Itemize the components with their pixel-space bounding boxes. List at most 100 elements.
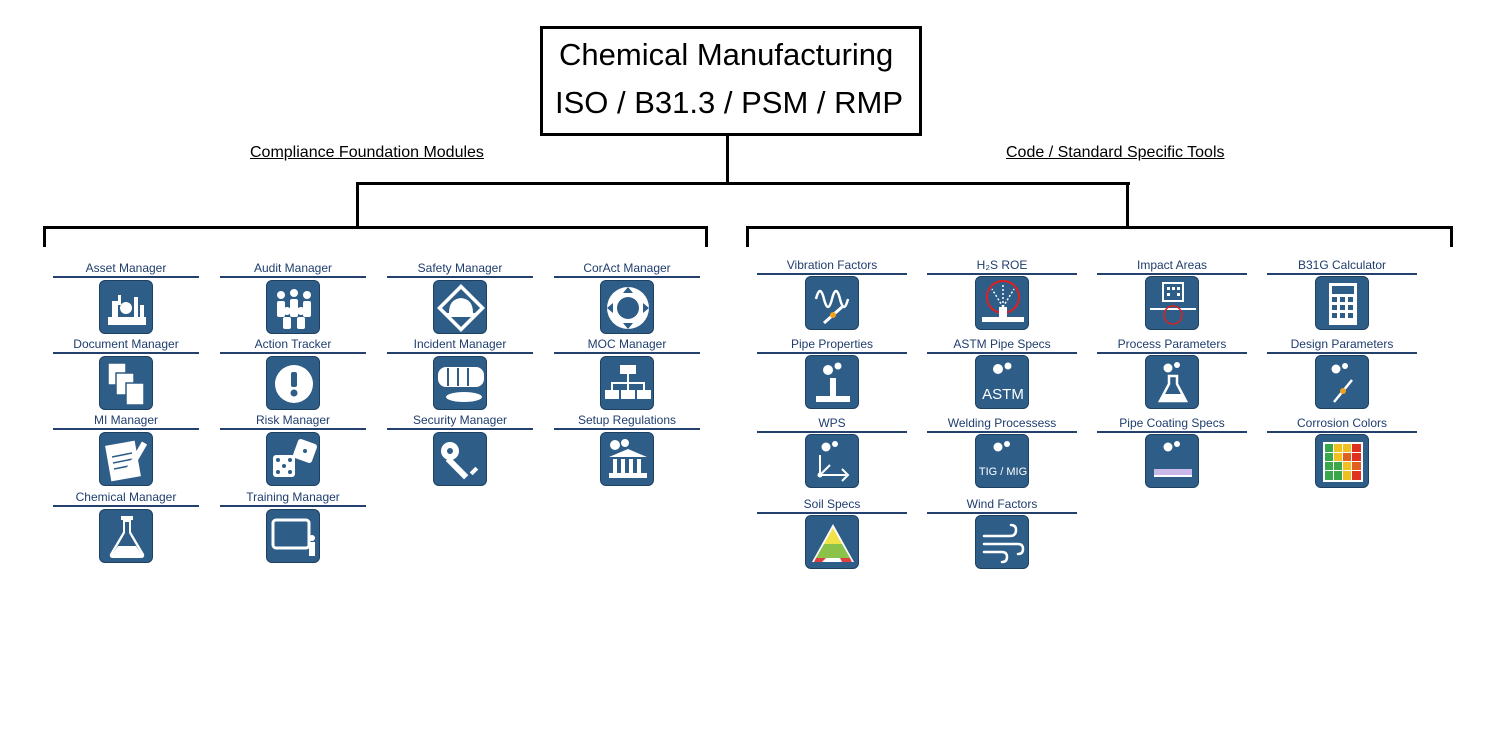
tool-corrosion-colors[interactable]: Corrosion Colors	[1267, 416, 1417, 506]
module-risk-manager[interactable]: Risk Manager	[220, 413, 366, 503]
tool-rule	[757, 352, 907, 354]
module-label: Asset Manager	[85, 261, 167, 275]
module-mi-manager[interactable]: MI Manager	[53, 413, 199, 503]
tool-label: ASTM Pipe Specs	[953, 337, 1051, 351]
module-rule	[53, 428, 199, 430]
flask-icon[interactable]	[99, 509, 153, 563]
hard-hat-icon[interactable]	[433, 280, 487, 334]
gears-line-icon[interactable]	[1315, 355, 1369, 409]
module-rule	[387, 352, 533, 354]
tool-rule	[1097, 273, 1247, 275]
tool-process-parameters[interactable]: Process Parameters	[1097, 337, 1247, 427]
left-section-heading: Compliance Foundation Modules	[250, 144, 484, 161]
module-rule	[554, 352, 700, 354]
gears-coating-icon[interactable]	[1145, 434, 1199, 488]
module-label: Chemical Manager	[75, 490, 177, 504]
module-setup-regulations[interactable]: Setup Regulations	[554, 413, 700, 503]
notepad-pencil-icon[interactable]	[99, 432, 153, 486]
weld-axes-icon[interactable]	[805, 434, 859, 488]
module-rule	[387, 428, 533, 430]
module-label: Safety Manager	[417, 261, 503, 275]
connector-left-drop	[356, 182, 359, 228]
spill-icon[interactable]	[433, 356, 487, 410]
org-chart-icon[interactable]	[600, 356, 654, 410]
module-asset-manager[interactable]: Asset Manager	[53, 261, 199, 351]
tool-wind-factors[interactable]: Wind Factors	[927, 497, 1077, 587]
presentation-icon[interactable]	[266, 509, 320, 563]
module-rule	[387, 276, 533, 278]
tool-pipe-coating-specs[interactable]: Pipe Coating Specs	[1097, 416, 1247, 506]
refinery-icon[interactable]	[99, 280, 153, 334]
connector-right-drop	[1126, 182, 1129, 228]
module-rule	[53, 505, 199, 507]
module-label: Incident Manager	[413, 337, 507, 351]
module-rule	[220, 276, 366, 278]
astm-icon-text: ASTM	[982, 386, 1024, 403]
tool-design-parameters[interactable]: Design Parameters	[1267, 337, 1417, 427]
exclamation-icon[interactable]	[266, 356, 320, 410]
connector-root-down	[726, 136, 729, 184]
gas-release-icon[interactable]	[975, 276, 1029, 330]
astm-icon[interactable]: ASTM	[975, 355, 1029, 409]
tool-label: Vibration Factors	[786, 258, 878, 272]
module-document-manager[interactable]: Document Manager	[53, 337, 199, 427]
building-impact-icon[interactable]	[1145, 276, 1199, 330]
tool-label: Design Parameters	[1290, 337, 1394, 351]
module-rule	[554, 428, 700, 430]
module-safety-manager[interactable]: Safety Manager	[387, 261, 533, 351]
tool-rule	[927, 431, 1077, 433]
module-coract-manager[interactable]: CorAct Manager	[554, 261, 700, 351]
tool-label: Soil Specs	[803, 497, 861, 511]
cycle-arrows-icon[interactable]	[600, 280, 654, 334]
tool-rule	[1267, 431, 1417, 433]
tool-label: Corrosion Colors	[1296, 416, 1388, 430]
tool-impact-areas[interactable]: Impact Areas	[1097, 258, 1247, 348]
wind-icon[interactable]	[975, 515, 1029, 569]
module-rule	[53, 276, 199, 278]
module-label: Audit Manager	[253, 261, 333, 275]
connector-top-horizontal	[356, 182, 1130, 185]
tool-rule	[927, 512, 1077, 514]
tool-h2s-roe[interactable]: H₂S ROE	[927, 258, 1077, 348]
module-training-manager[interactable]: Training Manager	[220, 490, 366, 580]
tig-mig-icon-text: TIG / MIG	[979, 466, 1027, 478]
gears-flask-icon[interactable]	[1145, 355, 1199, 409]
module-incident-manager[interactable]: Incident Manager	[387, 337, 533, 427]
tool-rule	[757, 512, 907, 514]
root-title-box: Chemical Manufacturing ISO / B31.3 / PSM…	[540, 26, 922, 136]
module-label: Security Manager	[412, 413, 508, 427]
tool-welding-processess[interactable]: Welding Processess TIG / MIG	[927, 416, 1077, 506]
module-label: Risk Manager	[255, 413, 331, 427]
tool-astm-pipe-specs[interactable]: ASTM Pipe Specs ASTM	[927, 337, 1077, 427]
gears-building-icon[interactable]	[600, 432, 654, 486]
bracket-left-left-end	[43, 226, 46, 247]
tool-label: Process Parameters	[1117, 337, 1227, 351]
tool-rule	[757, 431, 907, 433]
tool-b31g-calculator[interactable]: B31G Calculator	[1267, 258, 1417, 348]
tool-label: Pipe Properties	[790, 337, 874, 351]
tool-wps[interactable]: WPS	[757, 416, 907, 506]
key-icon[interactable]	[433, 432, 487, 486]
module-chemical-manager[interactable]: Chemical Manager	[53, 490, 199, 580]
module-label: Document Manager	[73, 337, 179, 351]
tool-vibration-factors[interactable]: Vibration Factors	[757, 258, 907, 348]
soil-triangle-icon[interactable]	[805, 515, 859, 569]
tool-label: B31G Calculator	[1297, 258, 1387, 272]
tool-rule	[1267, 352, 1417, 354]
tig-mig-icon[interactable]: TIG / MIG	[975, 434, 1029, 488]
calculator-icon[interactable]	[1315, 276, 1369, 330]
color-grid-icon[interactable]	[1315, 434, 1369, 488]
wave-icon[interactable]	[805, 276, 859, 330]
module-label: MI Manager	[93, 413, 159, 427]
gears-pipe-icon[interactable]	[805, 355, 859, 409]
documents-icon[interactable]	[99, 356, 153, 410]
module-moc-manager[interactable]: MOC Manager	[554, 337, 700, 427]
dice-icon[interactable]	[266, 432, 320, 486]
module-audit-manager[interactable]: Audit Manager	[220, 261, 366, 351]
module-action-tracker[interactable]: Action Tracker	[220, 337, 366, 427]
tool-label: Wind Factors	[966, 497, 1038, 511]
module-security-manager[interactable]: Security Manager	[387, 413, 533, 503]
tool-soil-specs[interactable]: Soil Specs	[757, 497, 907, 587]
tool-pipe-properties[interactable]: Pipe Properties	[757, 337, 907, 427]
people-group-icon[interactable]	[266, 280, 320, 334]
